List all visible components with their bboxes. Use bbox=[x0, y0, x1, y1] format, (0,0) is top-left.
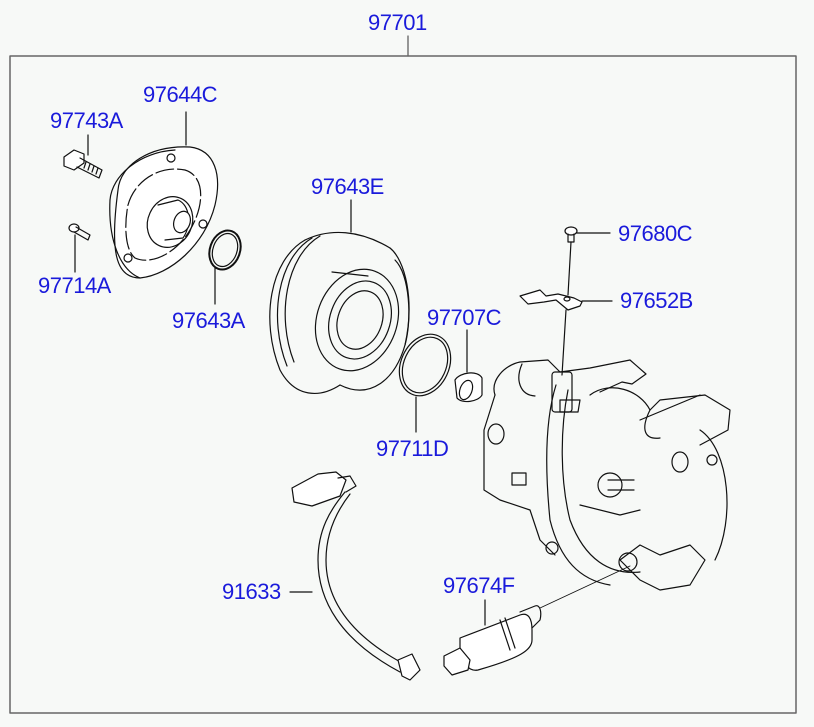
part-label-bracket[interactable]: 97652B bbox=[620, 288, 693, 313]
small-bolt-drawing bbox=[68, 223, 91, 273]
hub-bolt-drawing bbox=[63, 134, 103, 179]
assembly-frame bbox=[9, 35, 797, 714]
part-label-pulley[interactable]: 97643E bbox=[311, 174, 384, 199]
part-label-hub-bolt[interactable]: 97743A bbox=[50, 108, 123, 133]
wire-harness-drawing bbox=[289, 471, 421, 681]
snap-ring-drawing bbox=[398, 333, 452, 433]
part-label-bracket-screw[interactable]: 97680C bbox=[618, 221, 693, 246]
bracket-screw-drawing bbox=[564, 226, 611, 296]
part-label-small-bolt[interactable]: 97714A bbox=[38, 273, 111, 298]
part-label-wire-harness[interactable]: 91633 bbox=[222, 579, 281, 604]
part-label-shim-ring[interactable]: 97643A bbox=[172, 308, 245, 333]
part-label-clutch-hub[interactable]: 97644C bbox=[143, 82, 218, 107]
part-label-pressure-switch[interactable]: 97674F bbox=[443, 573, 515, 598]
clutch-hub-drawing bbox=[109, 111, 219, 279]
compressor-body-drawing bbox=[483, 359, 731, 591]
pulley-drawing bbox=[269, 199, 410, 394]
part-label-coil-ring[interactable]: 97707C bbox=[427, 305, 502, 330]
part-label-snap-ring[interactable]: 97711D bbox=[376, 436, 449, 461]
coil-ring-drawing bbox=[454, 329, 483, 403]
assembly-part-label[interactable]: 97701 bbox=[368, 10, 427, 35]
bracket-drawing bbox=[519, 289, 613, 376]
pressure-switch-drawing bbox=[443, 599, 542, 676]
shim-ring-drawing bbox=[208, 229, 242, 305]
